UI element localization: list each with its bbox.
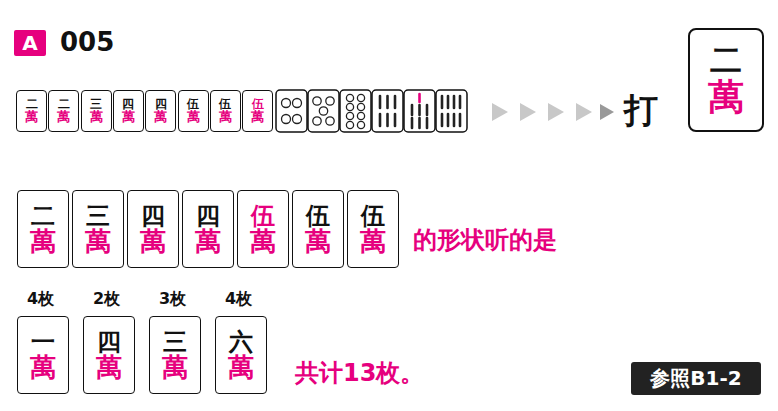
tile-number: 二: [31, 203, 55, 228]
mahjong-tile: 二萬: [48, 90, 79, 132]
tile-number: 伍: [306, 203, 330, 228]
tile-count: 3枚: [159, 290, 186, 308]
mahjong-tile: 三萬: [72, 190, 124, 268]
tile-number: 六: [229, 329, 253, 354]
box-text: A: [22, 33, 37, 54]
mahjong-tile: 二萬: [17, 190, 69, 268]
tile-suit: 萬: [90, 110, 103, 124]
tile-number: 四: [141, 203, 165, 228]
mahjong-tile: 伍萬: [347, 190, 399, 268]
mahjong-tile: 一萬: [17, 316, 69, 394]
box-text: 参照B1-2: [650, 368, 741, 389]
tile-suit: 萬: [122, 110, 135, 124]
mahjong-tile: 四萬: [127, 190, 179, 268]
mahjong-tile: 三萬: [149, 316, 201, 394]
tile-number: 伍: [252, 98, 264, 111]
tile-number: 二: [710, 44, 742, 78]
tile-number: 伍: [251, 203, 275, 228]
mahjong-tile: 伍萬: [178, 90, 209, 132]
total-caption: 共计13枚。: [295, 360, 424, 386]
tile-suit: 萬: [228, 354, 254, 381]
tile-suit: 萬: [219, 110, 232, 124]
tile-suit: 萬: [30, 228, 56, 255]
tile-count: 4枚: [225, 290, 252, 308]
tile-count: 2枚: [93, 290, 120, 308]
mahjong-tile: 四萬: [113, 90, 144, 132]
pin-tiles: [276, 90, 371, 132]
tile-number: 二: [26, 98, 38, 111]
mahjong-tile: 二萬: [16, 90, 47, 132]
tile-number: 伍: [187, 98, 199, 111]
tile-suit: 萬: [154, 110, 167, 124]
tile-number: 三: [90, 98, 102, 111]
mahjong-tile: 四萬: [145, 90, 176, 132]
tile-number: 四: [196, 203, 220, 228]
reference-box: 参照B1-2: [631, 362, 761, 395]
tile-suit: 萬: [305, 228, 331, 255]
mahjong-tile: 伍萬: [242, 90, 273, 132]
mahjong-tile: 伍萬: [210, 90, 241, 132]
tile-suit: 萬: [195, 228, 221, 255]
tile-suit: 萬: [251, 110, 264, 124]
problem-badge: A: [14, 30, 46, 56]
mahjong-tile: 四萬: [182, 190, 234, 268]
tile-suit: 萬: [708, 78, 744, 116]
sou-tiles: [372, 90, 467, 132]
tile-suit: 萬: [250, 228, 276, 255]
mahjong-tile: 三萬: [81, 90, 112, 132]
tile-number: 伍: [361, 203, 385, 228]
tile-number: 三: [163, 329, 187, 354]
tile-number: 伍: [219, 98, 231, 111]
tile-suit: 萬: [96, 354, 122, 381]
mahjong-tile: 二萬: [688, 28, 764, 132]
tile-suit: 萬: [162, 354, 188, 381]
tile-suit: 萬: [25, 110, 38, 124]
tile-suit: 萬: [85, 228, 111, 255]
tile-suit: 萬: [57, 110, 70, 124]
wait-caption: 的形状听的是: [413, 227, 557, 253]
tile-count: 4枚: [27, 290, 54, 308]
mahjong-tile: 伍萬: [237, 190, 289, 268]
tile-number: 四: [155, 98, 167, 111]
tile-number: 一: [31, 329, 55, 354]
tile-number: 四: [97, 329, 121, 354]
arrow-marks: [492, 103, 614, 121]
mahjong-tile: 六萬: [215, 316, 267, 394]
mahjong-tile: 四萬: [83, 316, 135, 394]
discard-word: 打: [624, 92, 658, 129]
tile-number: 四: [122, 98, 134, 111]
problem-number: 005: [60, 28, 114, 57]
tile-suit: 萬: [187, 110, 200, 124]
tile-suit: 萬: [30, 354, 56, 381]
tile-suit: 萬: [360, 228, 386, 255]
mahjong-tile: 伍萬: [292, 190, 344, 268]
tile-number: 三: [86, 203, 110, 228]
tile-number: 二: [58, 98, 70, 111]
tile-suit: 萬: [140, 228, 166, 255]
